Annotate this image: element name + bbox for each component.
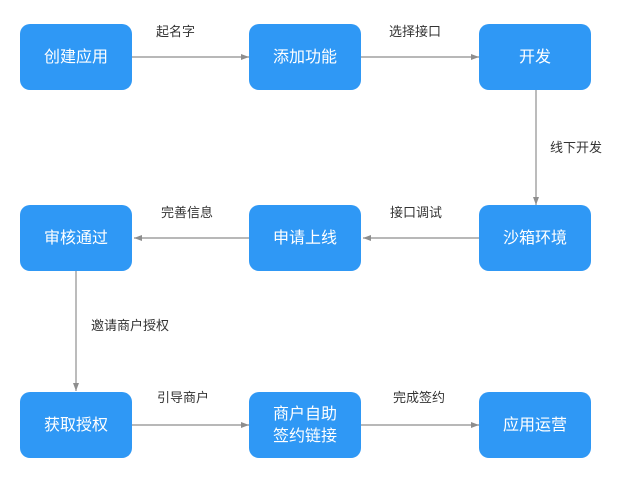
node-add-function: 添加功能 — [249, 24, 361, 90]
edge-label-offline-dev: 线下开发 — [550, 141, 603, 156]
node-create-app-label: 创建应用 — [43, 47, 108, 66]
node-get-authorization: 获取授权 — [20, 392, 132, 458]
edge-label-invite-merchant-auth: 邀请商户授权 — [91, 319, 170, 334]
node-apply-online-label: 申请上线 — [272, 228, 337, 247]
edge-label-complete-info: 完善信息 — [161, 206, 214, 221]
node-app-operation: 应用运营 — [479, 392, 591, 458]
node-merchant-self-sign-label: 商户自助 签约链接 — [272, 404, 337, 445]
edge-label-guide-merchant: 引导商户 — [157, 391, 210, 406]
node-sandbox-env: 沙箱环境 — [479, 205, 591, 271]
node-create-app: 创建应用 — [20, 24, 132, 90]
edge-label-name-it: 起名字 — [156, 25, 196, 40]
edge-label-complete-signing: 完成签约 — [393, 391, 446, 406]
node-review-pass-label: 审核通过 — [43, 228, 108, 247]
edge-label-interface-debug: 接口调试 — [390, 206, 443, 221]
node-develop: 开发 — [479, 24, 591, 90]
node-apply-online: 申请上线 — [249, 205, 361, 271]
node-app-operation-label: 应用运营 — [502, 415, 567, 434]
node-merchant-self-sign: 商户自助 签约链接 — [249, 392, 361, 458]
node-get-authorization-label: 获取授权 — [43, 415, 108, 434]
node-develop-label: 开发 — [518, 47, 551, 66]
node-sandbox-env-label: 沙箱环境 — [502, 228, 567, 247]
edge-label-choose-interface: 选择接口 — [389, 25, 442, 40]
node-review-pass: 审核通过 — [20, 205, 132, 271]
node-add-function-label: 添加功能 — [272, 47, 337, 66]
